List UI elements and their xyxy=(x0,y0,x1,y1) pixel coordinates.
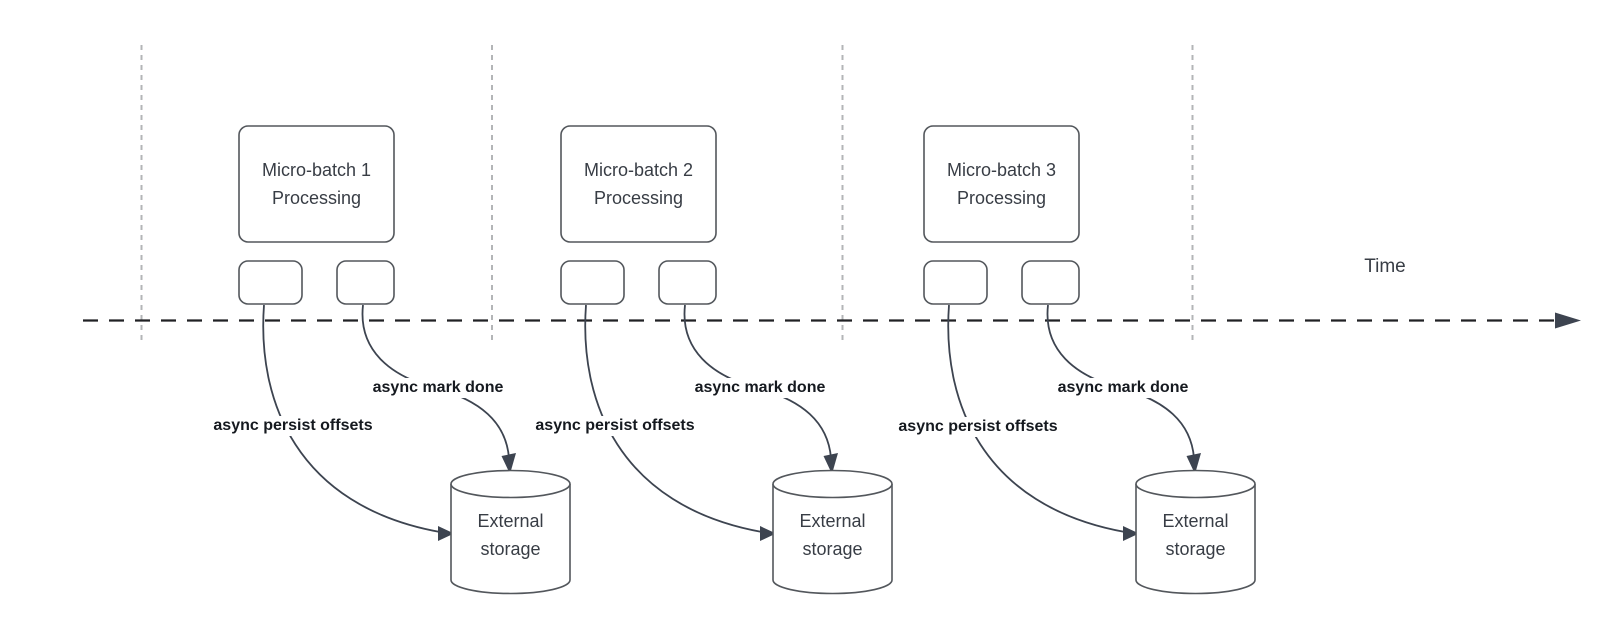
persist-offsets-label-2: async persist offsets xyxy=(532,416,698,436)
mark-done-label-3: async mark done xyxy=(1054,378,1192,398)
mark-done-task-box xyxy=(658,260,717,305)
external-storage-cylinder xyxy=(450,469,571,595)
micro-batch-group-3 xyxy=(923,125,1256,595)
micro-batch-3-title: Micro-batch 3 Processing xyxy=(946,160,1057,208)
persist-offsets-arrowhead-icon xyxy=(760,526,776,541)
micro-batch-processing-box xyxy=(238,125,395,243)
micro-batch-processing-box xyxy=(923,125,1080,243)
micro-batch-group-1 xyxy=(238,125,571,595)
persist-offsets-arrowhead-icon xyxy=(1123,526,1139,541)
external-storage-cylinder-rim xyxy=(1135,483,1256,499)
persist-offsets-arrow xyxy=(584,304,763,533)
micro-batch-2-title: Micro-batch 2 Processing xyxy=(583,160,694,208)
external-storage-cylinder xyxy=(772,469,893,595)
external-storage-cylinder xyxy=(1135,469,1256,595)
external-storage-label-3: External storage xyxy=(1162,511,1229,559)
micro-batch-processing-box xyxy=(560,125,717,243)
mark-done-task-box xyxy=(1021,260,1080,305)
mark-done-label-1: async mark done xyxy=(369,378,507,398)
time-axis-arrowhead-icon xyxy=(1555,312,1581,329)
mark-done-arrowhead-icon xyxy=(1186,453,1201,474)
persist-offsets-arrow xyxy=(262,304,441,533)
persist-offsets-arrowhead-icon xyxy=(438,526,454,541)
mark-done-label-2: async mark done xyxy=(691,378,829,398)
persist-offsets-task-box xyxy=(560,260,625,305)
mark-done-task-box xyxy=(336,260,395,305)
external-storage-label-1: External storage xyxy=(477,511,544,559)
external-storage-cylinder-rim xyxy=(772,483,893,499)
persist-offsets-arrow xyxy=(947,304,1126,533)
micro-batch-1-title: Micro-batch 1 Processing xyxy=(261,160,372,208)
mark-done-arrowhead-icon xyxy=(501,453,516,474)
persist-offsets-task-box xyxy=(923,260,988,305)
persist-offsets-task-box xyxy=(238,260,303,305)
external-storage-label-2: External storage xyxy=(799,511,866,559)
time-axis-label: Time xyxy=(1364,256,1406,277)
persist-offsets-label-3: async persist offsets xyxy=(895,417,1061,437)
external-storage-cylinder-rim xyxy=(450,483,571,499)
persist-offsets-label-1: async persist offsets xyxy=(210,416,376,436)
mark-done-arrowhead-icon xyxy=(823,453,838,474)
